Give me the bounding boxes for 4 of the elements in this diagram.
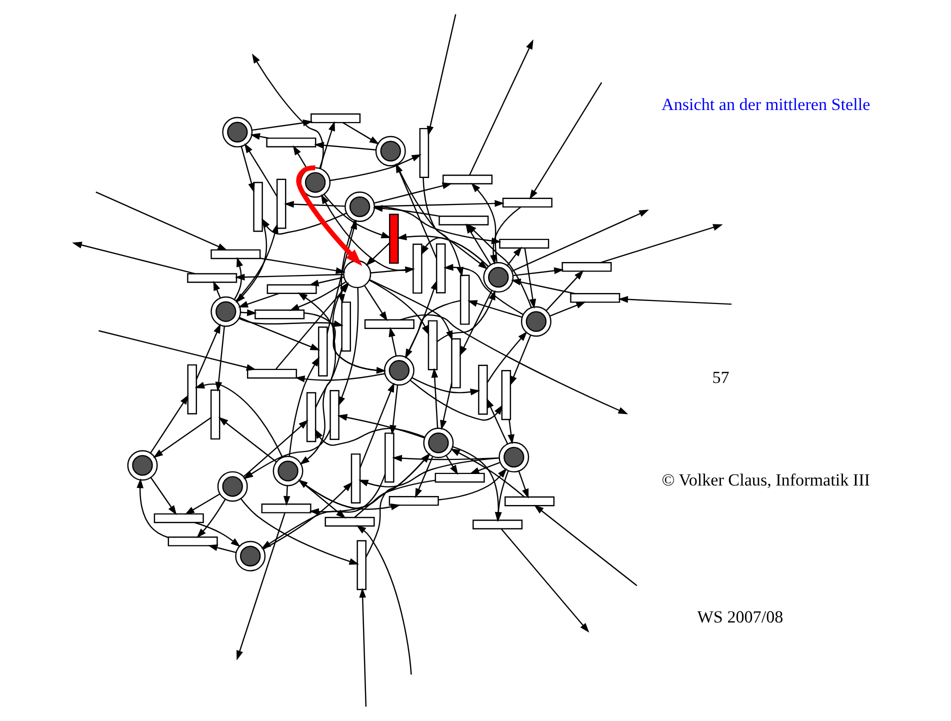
- label: © Volker Claus, Informatik III: [662, 470, 870, 490]
- label: WS 2007/08: [697, 607, 784, 626]
- label: 57: [712, 368, 730, 388]
- label: Ansicht an der mittleren Stelle: [662, 94, 870, 114]
